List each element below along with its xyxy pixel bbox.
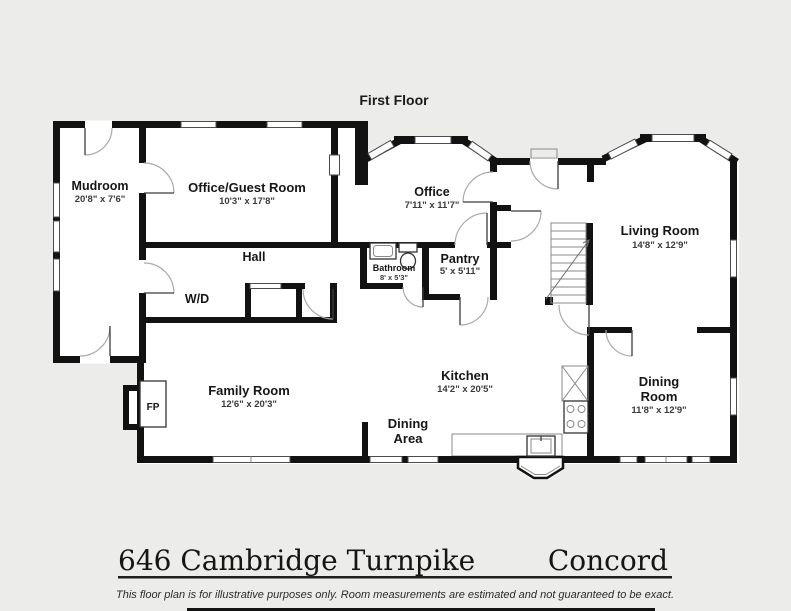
kitchen-label: Kitchen [441, 368, 489, 383]
doors [79, 127, 633, 357]
windows [53, 121, 737, 463]
dining-area-label-line2: Area [394, 431, 424, 446]
pantry-label: Pantry [441, 252, 480, 266]
interior-window [329, 154, 340, 176]
footer-city: Concord [548, 544, 668, 577]
family-room-label: Family Room [208, 383, 290, 398]
office-label: Office [414, 185, 449, 199]
office-guest-room-label: Office/Guest Room [188, 180, 306, 195]
stove [563, 400, 589, 434]
dining-room-dims: 11'8" x 12'9" [631, 405, 686, 416]
fireplace-label: FP [147, 402, 160, 413]
stairs [545, 222, 590, 304]
mudroom-front-door-opening [85, 120, 112, 129]
front-door-opening [530, 157, 558, 166]
toilet-bowl [399, 252, 417, 270]
office-dims: 7'11" x 11'7" [405, 200, 460, 211]
hall-label: Hall [243, 250, 266, 264]
closet-slider [249, 283, 282, 289]
footer-disclaimer: This floor plan is for illustrative purp… [116, 589, 674, 601]
kitchen-fixtures [526, 365, 589, 457]
laundry-label: W/D [185, 292, 209, 306]
fireplace [139, 380, 167, 428]
kitchen-dims: 14'2" x 20'5" [437, 384, 493, 395]
plan-title: First Floor [359, 92, 429, 108]
dining-room-label-line2: Room [641, 389, 678, 404]
floor-outline [53, 121, 739, 480]
footer-address: 646 Cambridge Turnpike [118, 544, 475, 577]
bathroom-label: Bathroom [373, 263, 416, 273]
footer-rule [118, 576, 672, 579]
living-room-dims: 14'8" x 12'9" [632, 240, 688, 251]
family-room-dims: 12'6" x 20'3" [221, 399, 277, 410]
bathroom-dims: 8' x 5'3" [380, 273, 408, 282]
dining-area-label-line1: Dining [388, 416, 428, 431]
living-room-label: Living Room [621, 223, 700, 238]
dining-room-label-line1: Dining [639, 374, 679, 389]
footer-bottom-line [187, 608, 655, 611]
bathroom-sink [369, 242, 397, 260]
office-guest-room-dims: 10'3" x 17'8" [219, 196, 275, 207]
front-stoop [530, 148, 558, 159]
kitchen-sink-bay [516, 455, 565, 480]
mudroom-rear-door-opening [80, 355, 110, 364]
mudroom-label: Mudroom [72, 179, 129, 193]
bay-window [651, 134, 695, 142]
pantry-dims: 5' x 5'11" [440, 266, 480, 277]
bathroom-fixtures [369, 242, 418, 270]
bay-window [414, 136, 452, 144]
mudroom-dims: 20'8" x 7'6" [75, 194, 126, 205]
toilet-tank [398, 242, 418, 253]
